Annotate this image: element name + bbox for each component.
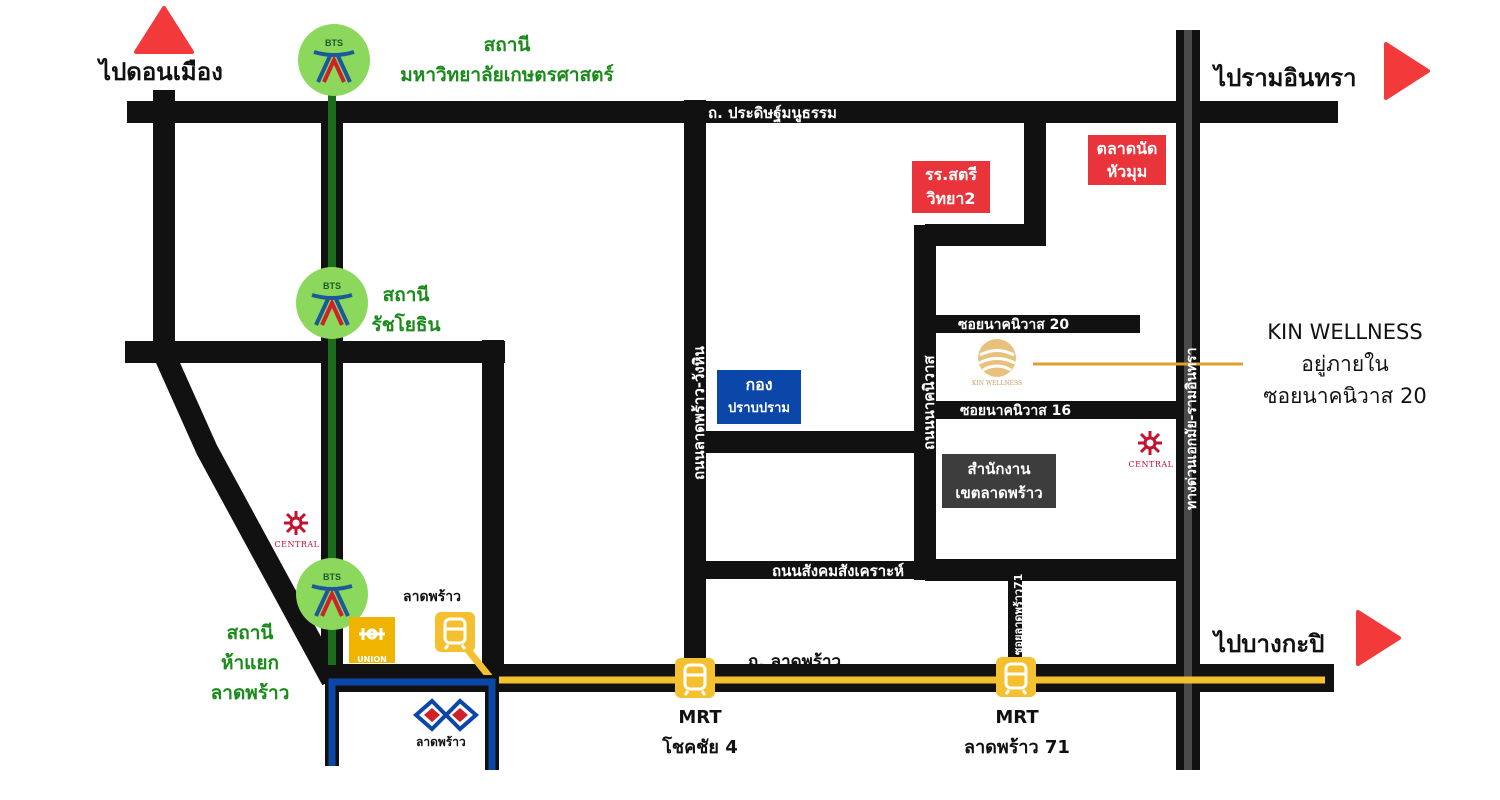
- kin-wellness-logo-icon: [978, 339, 1016, 377]
- arrow-right-icon: [1384, 42, 1430, 100]
- road-diagonal: [149, 340, 342, 686]
- kin-wellness-callout: KIN WELLNESS อยู่ภายใน ซอยนาคนิวาส 20: [1245, 316, 1445, 412]
- direction-ram-inthra: ไปรามอินทรา: [1214, 64, 1357, 92]
- train-icon: [675, 658, 715, 698]
- place-label-line: สำนักงาน: [967, 460, 1031, 478]
- mrt-blue-line: [328, 678, 496, 770]
- station-label-line: MRT: [995, 707, 1039, 728]
- station-label-lat-phrao-71: MRT ลาดพร้าว 71: [950, 703, 1084, 763]
- bts-logo-icon: BTS: [296, 558, 368, 630]
- place-school: รร.สตรี วิทยา2: [912, 161, 990, 213]
- yellow-station-label: ลาดพร้าว: [403, 589, 462, 605]
- road-label-soi-71: ซอยลาดพร้าว71: [1012, 573, 1025, 655]
- svg-text:BTS: BTS: [325, 38, 343, 48]
- train-icon: [996, 657, 1036, 697]
- road-nak-niwat-top: [925, 120, 1046, 246]
- central-logo-text: CENTRAL: [274, 540, 320, 549]
- union-logo-icon: [349, 617, 395, 663]
- road-label-expressway: ทางด่วนเอกมัย-รามอินทรา: [1184, 347, 1200, 510]
- station-label-line: สถานี: [226, 622, 274, 644]
- place-label-line: วิทยา2: [926, 189, 976, 208]
- station-label-line: รัชโยธิน: [371, 314, 441, 336]
- arrow-right-icon: [1356, 610, 1401, 666]
- direction-don-mueang: ไปดอนเมือง: [99, 58, 223, 86]
- central-logo-left: CENTRAL: [270, 540, 324, 549]
- mrt-blue-casing: [325, 675, 499, 770]
- svg-text:BTS: BTS: [323, 281, 341, 291]
- central-logo-icon: [284, 511, 308, 535]
- station-label-kasetsart: สถานี มหาวิทยาลัยเกษตรศาสตร์: [372, 30, 642, 90]
- station-label-line: ลาดพร้าว 71: [964, 737, 1070, 758]
- road-label-soi-16: ซอยนาคนิวาส 16: [960, 403, 1072, 419]
- place-label-line: เขตลาดพร้าว: [955, 484, 1043, 502]
- place-label-line: หัวมุม: [1106, 162, 1148, 181]
- central-logo-text: CENTRAL: [1128, 460, 1174, 469]
- mrt-logo-icon: [412, 698, 480, 732]
- station-label-line: ห้าแยก: [220, 652, 280, 674]
- station-label-line: โชคชัย 4: [662, 737, 738, 758]
- direction-bang-kapi: ไปบางกะปิ: [1214, 630, 1325, 658]
- place-label-line: กอง: [745, 375, 773, 394]
- road-label-vibhavadi: ถนนวิภาวดี: [136, 190, 152, 260]
- road-label-pradit: ถ. ประดิษฐ์มนูธรรม: [708, 104, 837, 122]
- station-label-line: ลาดพร้าว: [210, 682, 290, 704]
- place-district-office: สำนักงาน เขตลาดพร้าว: [942, 454, 1056, 508]
- place-market: ตลาดนัด หัวมุม: [1088, 135, 1166, 185]
- place-police: กอง ปราบปราม: [717, 370, 801, 424]
- svg-text:BTS: BTS: [323, 572, 341, 582]
- station-label-line: MRT: [678, 707, 722, 728]
- arrow-up-icon: [134, 6, 194, 54]
- station-label-line: มหาวิทยาลัยเกษตรศาสตร์: [400, 64, 614, 86]
- union-logo-text: UNION: [357, 655, 387, 664]
- road-label-wang-hin: ถนนลาดพร้าว-วังหิน: [690, 346, 708, 480]
- kin-address: ซอยนาคนิวาส 20: [1263, 384, 1427, 408]
- kin-title: KIN WELLNESS: [1267, 320, 1423, 344]
- central-logo-icon: [1138, 431, 1162, 455]
- bts-logo-icon: BTS: [296, 267, 368, 339]
- station-label-line: สถานี: [382, 284, 430, 306]
- train-icon: [435, 612, 475, 652]
- road-label-sangkhom: ถนนสังคมสังเคราะห์: [772, 562, 905, 580]
- mrt-station-label: ลาดพร้าว: [416, 735, 466, 749]
- station-label-ratchayothin: สถานี รัชโยธิน: [366, 280, 446, 340]
- bts-logo-icon: BTS: [298, 24, 370, 96]
- central-logo-right: CENTRAL: [1124, 460, 1178, 469]
- station-label-ha-yaek: สถานี ห้าแยก ลาดพร้าว: [195, 618, 305, 708]
- road-label-soi-20: ซอยนาคนิวาส 20: [958, 317, 1070, 333]
- station-label-line: สถานี: [483, 34, 531, 56]
- road-label-nak-niwat: ถนนนาคนิวาส: [920, 355, 938, 450]
- place-label-line: รร.สตรี: [924, 165, 977, 184]
- station-label-chok-chai-4: MRT โชคชัย 4: [640, 703, 760, 763]
- kin-subtitle: อยู่ภายใน: [1301, 352, 1389, 376]
- place-label-line: ตลาดนัด: [1096, 139, 1158, 158]
- road-label-lat-phrao: ถ. ลาดพร้าว: [748, 652, 842, 672]
- kin-logo-text: KIN WELLNESS: [971, 380, 1023, 387]
- place-label-line: ปราบปราม: [728, 401, 790, 416]
